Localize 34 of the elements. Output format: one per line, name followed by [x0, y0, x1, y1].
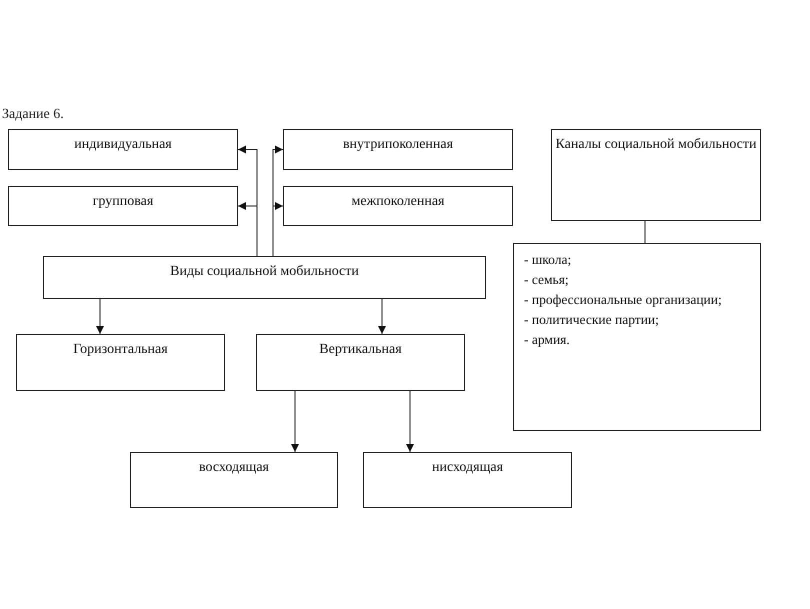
box-label: Горизонтальная [72, 342, 169, 358]
task-heading: Задание 6. [2, 107, 64, 123]
box-label: групповая [92, 194, 154, 210]
box-label: Вертикальная [318, 342, 403, 358]
connector-line [644, 220, 646, 244]
arrow [406, 390, 414, 452]
process-box [256, 334, 465, 391]
list-item: - армия. [524, 332, 571, 348]
arrow [238, 202, 258, 256]
arrow [378, 298, 386, 334]
box-label: внутрипоколенная [342, 137, 454, 153]
process-box [130, 452, 338, 508]
process-box [283, 186, 513, 226]
process-box [551, 129, 761, 221]
arrow [291, 390, 299, 452]
box-label: нисходящая [430, 460, 504, 476]
process-box [16, 334, 225, 391]
box-label: межпоколенная [350, 194, 446, 210]
box-label: восходящая [198, 460, 270, 476]
process-box [8, 129, 238, 170]
process-box [363, 452, 572, 508]
list-box [513, 243, 761, 431]
box-label: Каналы социальной мобильности [554, 137, 758, 153]
box-label: индивидуальная [73, 137, 173, 153]
box-label: Виды социальной мобильности [169, 264, 360, 280]
arrow [96, 298, 104, 334]
list-item: - школа; [524, 252, 572, 268]
arrow [272, 202, 284, 256]
list-item: - профессиональные организации; [524, 292, 723, 308]
process-box [8, 186, 238, 226]
list-item: - семья; [524, 272, 570, 288]
process-box [283, 129, 513, 170]
process-box [43, 256, 486, 299]
list-item: - политические партии; [524, 312, 660, 328]
